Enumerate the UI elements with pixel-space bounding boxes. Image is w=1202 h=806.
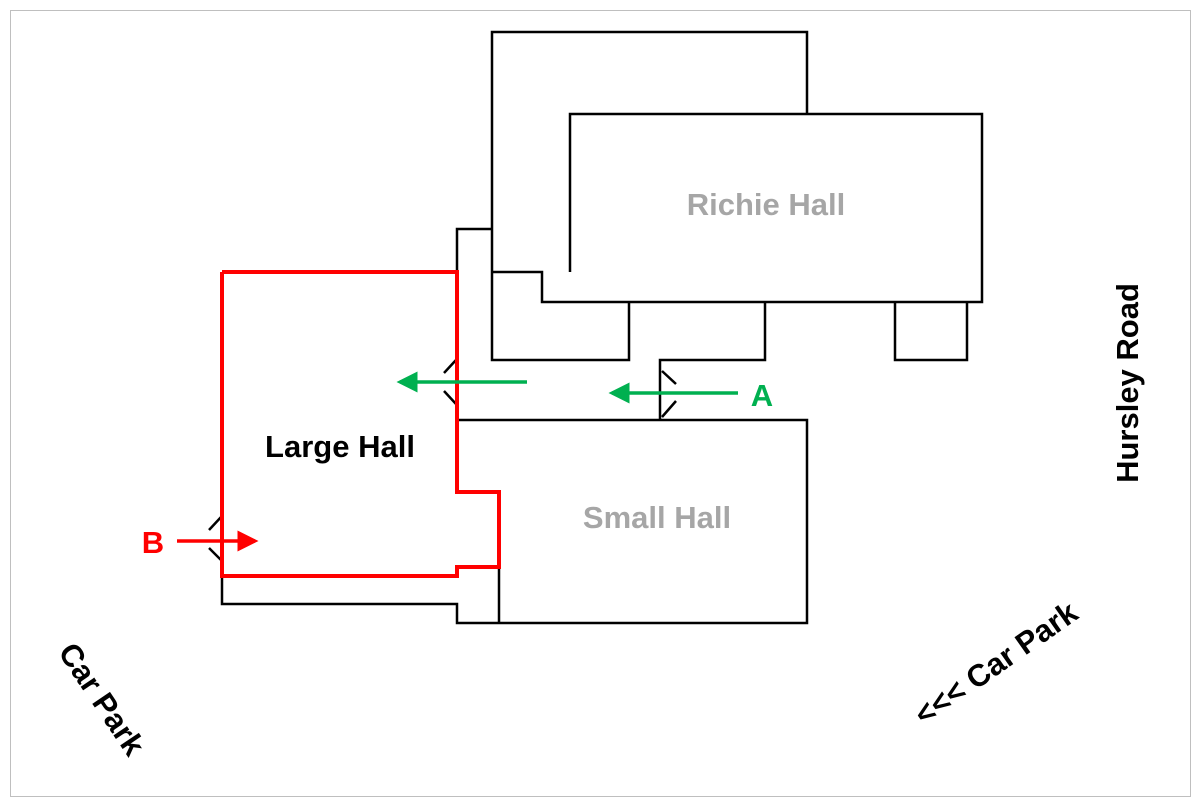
door-markers <box>208 359 677 562</box>
building-walls <box>220 30 984 625</box>
richie-hall-label: Richie Hall <box>687 187 846 222</box>
small-hall-label: Small Hall <box>583 500 731 535</box>
large-hall-label: Large Hall <box>265 429 415 464</box>
entrance-b-label: B <box>142 525 164 560</box>
hursley-road-label: Hursley Road <box>1110 283 1145 483</box>
large-hall-highlight <box>220 270 501 578</box>
frame-border <box>10 10 1191 797</box>
entrance-a-label: A <box>751 378 773 413</box>
